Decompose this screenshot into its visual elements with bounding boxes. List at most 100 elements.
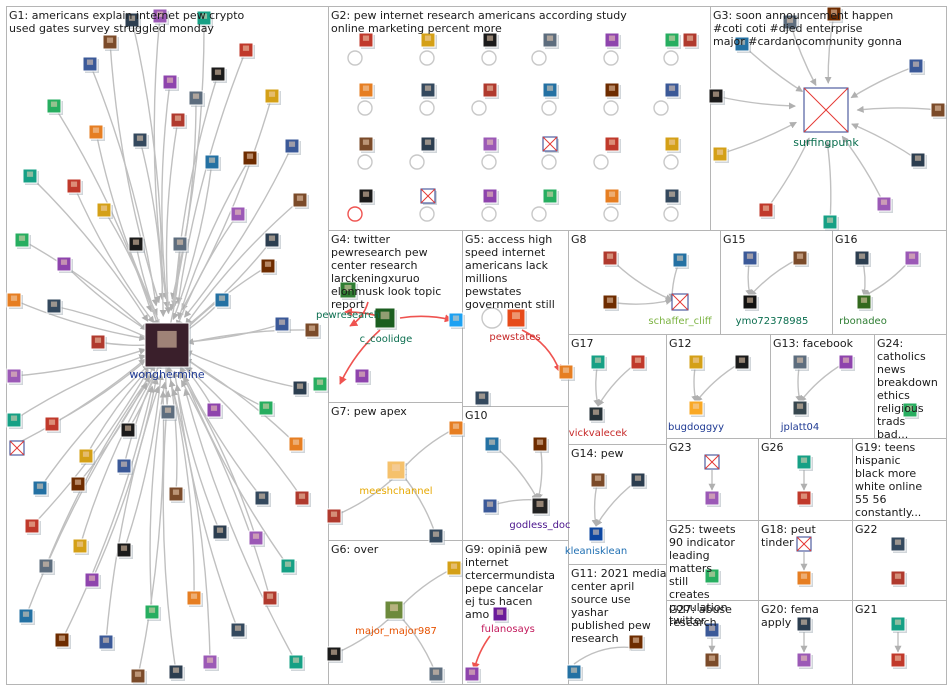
user-avatar[interactable] [82, 56, 99, 73]
user-avatar[interactable] [6, 412, 23, 429]
user-avatar[interactable] [590, 354, 607, 371]
avatar-major-major987[interactable] [384, 600, 405, 621]
user-avatar[interactable] [264, 232, 281, 249]
user-avatar[interactable] [258, 400, 275, 417]
avatar-bugdoggyy[interactable] [688, 400, 705, 417]
user-avatar[interactable] [482, 136, 499, 153]
user-avatar[interactable] [420, 136, 437, 153]
user-avatar[interactable] [464, 666, 481, 683]
user-avatar[interactable] [448, 420, 465, 437]
user-avatar[interactable] [420, 32, 437, 49]
avatar-kleanisklean[interactable] [588, 526, 605, 543]
user-avatar[interactable] [792, 250, 809, 267]
user-avatar[interactable] [168, 486, 185, 503]
user-avatar[interactable] [206, 402, 223, 419]
user-avatar[interactable] [890, 536, 907, 553]
user-avatar[interactable] [6, 368, 23, 385]
user-avatar[interactable] [358, 82, 375, 99]
user-avatar[interactable] [188, 90, 205, 107]
user-avatar[interactable] [288, 654, 305, 671]
user-avatar[interactable] [446, 560, 463, 577]
user-avatar[interactable] [238, 42, 255, 59]
user-avatar[interactable] [796, 570, 813, 587]
user-avatar[interactable] [84, 572, 101, 589]
user-avatar[interactable] [704, 490, 721, 507]
user-avatar[interactable] [428, 666, 445, 683]
avatar-rbonadeo[interactable] [856, 294, 873, 311]
user-avatar[interactable] [288, 436, 305, 453]
user-avatar[interactable] [46, 298, 63, 315]
user-avatar[interactable] [796, 616, 813, 633]
user-avatar[interactable] [130, 668, 147, 685]
user-avatar[interactable] [292, 192, 309, 209]
user-avatar[interactable] [294, 490, 311, 507]
missing-avatar[interactable] [704, 454, 720, 470]
user-avatar[interactable] [78, 448, 95, 465]
user-avatar[interactable] [186, 590, 203, 607]
user-avatar[interactable] [354, 368, 371, 385]
missing-avatar[interactable] [420, 188, 436, 204]
avatar-godless-doc[interactable] [531, 497, 550, 516]
user-avatar[interactable] [796, 490, 813, 507]
user-avatar[interactable] [682, 32, 699, 49]
user-avatar[interactable] [890, 616, 907, 633]
user-avatar[interactable] [280, 558, 297, 575]
avatar-meeshchannel[interactable] [386, 460, 407, 481]
user-avatar[interactable] [14, 232, 31, 249]
user-avatar[interactable] [124, 12, 141, 29]
user-avatar[interactable] [708, 88, 725, 105]
user-avatar[interactable] [284, 138, 301, 155]
user-avatar[interactable] [264, 88, 281, 105]
user-avatar[interactable] [46, 98, 63, 115]
user-avatar[interactable] [712, 146, 729, 163]
user-avatar[interactable] [44, 416, 61, 433]
user-avatar[interactable] [116, 542, 133, 559]
user-avatar[interactable] [876, 196, 893, 213]
user-avatar[interactable] [910, 152, 927, 169]
avatar-fulanosays[interactable] [492, 606, 509, 623]
user-avatar[interactable] [56, 256, 73, 273]
user-avatar[interactable] [32, 480, 49, 497]
user-avatar[interactable] [102, 34, 119, 51]
user-avatar[interactable] [734, 36, 751, 53]
user-avatar[interactable] [704, 568, 721, 585]
user-avatar[interactable] [248, 530, 265, 547]
user-avatar[interactable] [742, 250, 759, 267]
user-avatar[interactable] [908, 58, 925, 75]
user-avatar[interactable] [604, 188, 621, 205]
user-avatar[interactable] [664, 82, 681, 99]
user-avatar[interactable] [210, 66, 227, 83]
user-avatar[interactable] [628, 634, 645, 651]
user-avatar[interactable] [254, 490, 271, 507]
user-avatar[interactable] [854, 250, 871, 267]
user-avatar[interactable] [688, 354, 705, 371]
user-avatar[interactable] [602, 294, 619, 311]
twitter-logo-node[interactable] [448, 312, 465, 329]
user-avatar[interactable] [890, 570, 907, 587]
user-avatar[interactable] [664, 32, 681, 49]
user-avatar[interactable] [214, 292, 231, 309]
user-avatar[interactable] [6, 292, 23, 309]
user-avatar[interactable] [358, 136, 375, 153]
user-avatar[interactable] [558, 364, 575, 381]
avatar-jplatt04[interactable] [792, 400, 809, 417]
user-avatar[interactable] [212, 524, 229, 541]
user-avatar[interactable] [72, 538, 89, 555]
missing-avatar[interactable] [9, 440, 25, 456]
user-avatar[interactable] [704, 652, 721, 669]
user-avatar[interactable] [132, 132, 149, 149]
avatar-pewstates[interactable] [506, 308, 527, 329]
user-avatar[interactable] [796, 652, 813, 669]
user-avatar[interactable] [792, 354, 809, 371]
user-avatar[interactable] [904, 250, 921, 267]
user-avatar[interactable] [604, 82, 621, 99]
user-avatar[interactable] [664, 136, 681, 153]
user-avatar[interactable] [672, 252, 689, 269]
user-avatar[interactable] [604, 32, 621, 49]
user-avatar[interactable] [930, 102, 947, 119]
user-avatar[interactable] [24, 518, 41, 535]
user-avatar[interactable] [734, 354, 751, 371]
user-avatar[interactable] [262, 590, 279, 607]
user-avatar[interactable] [482, 498, 499, 515]
user-avatar[interactable] [782, 14, 799, 31]
